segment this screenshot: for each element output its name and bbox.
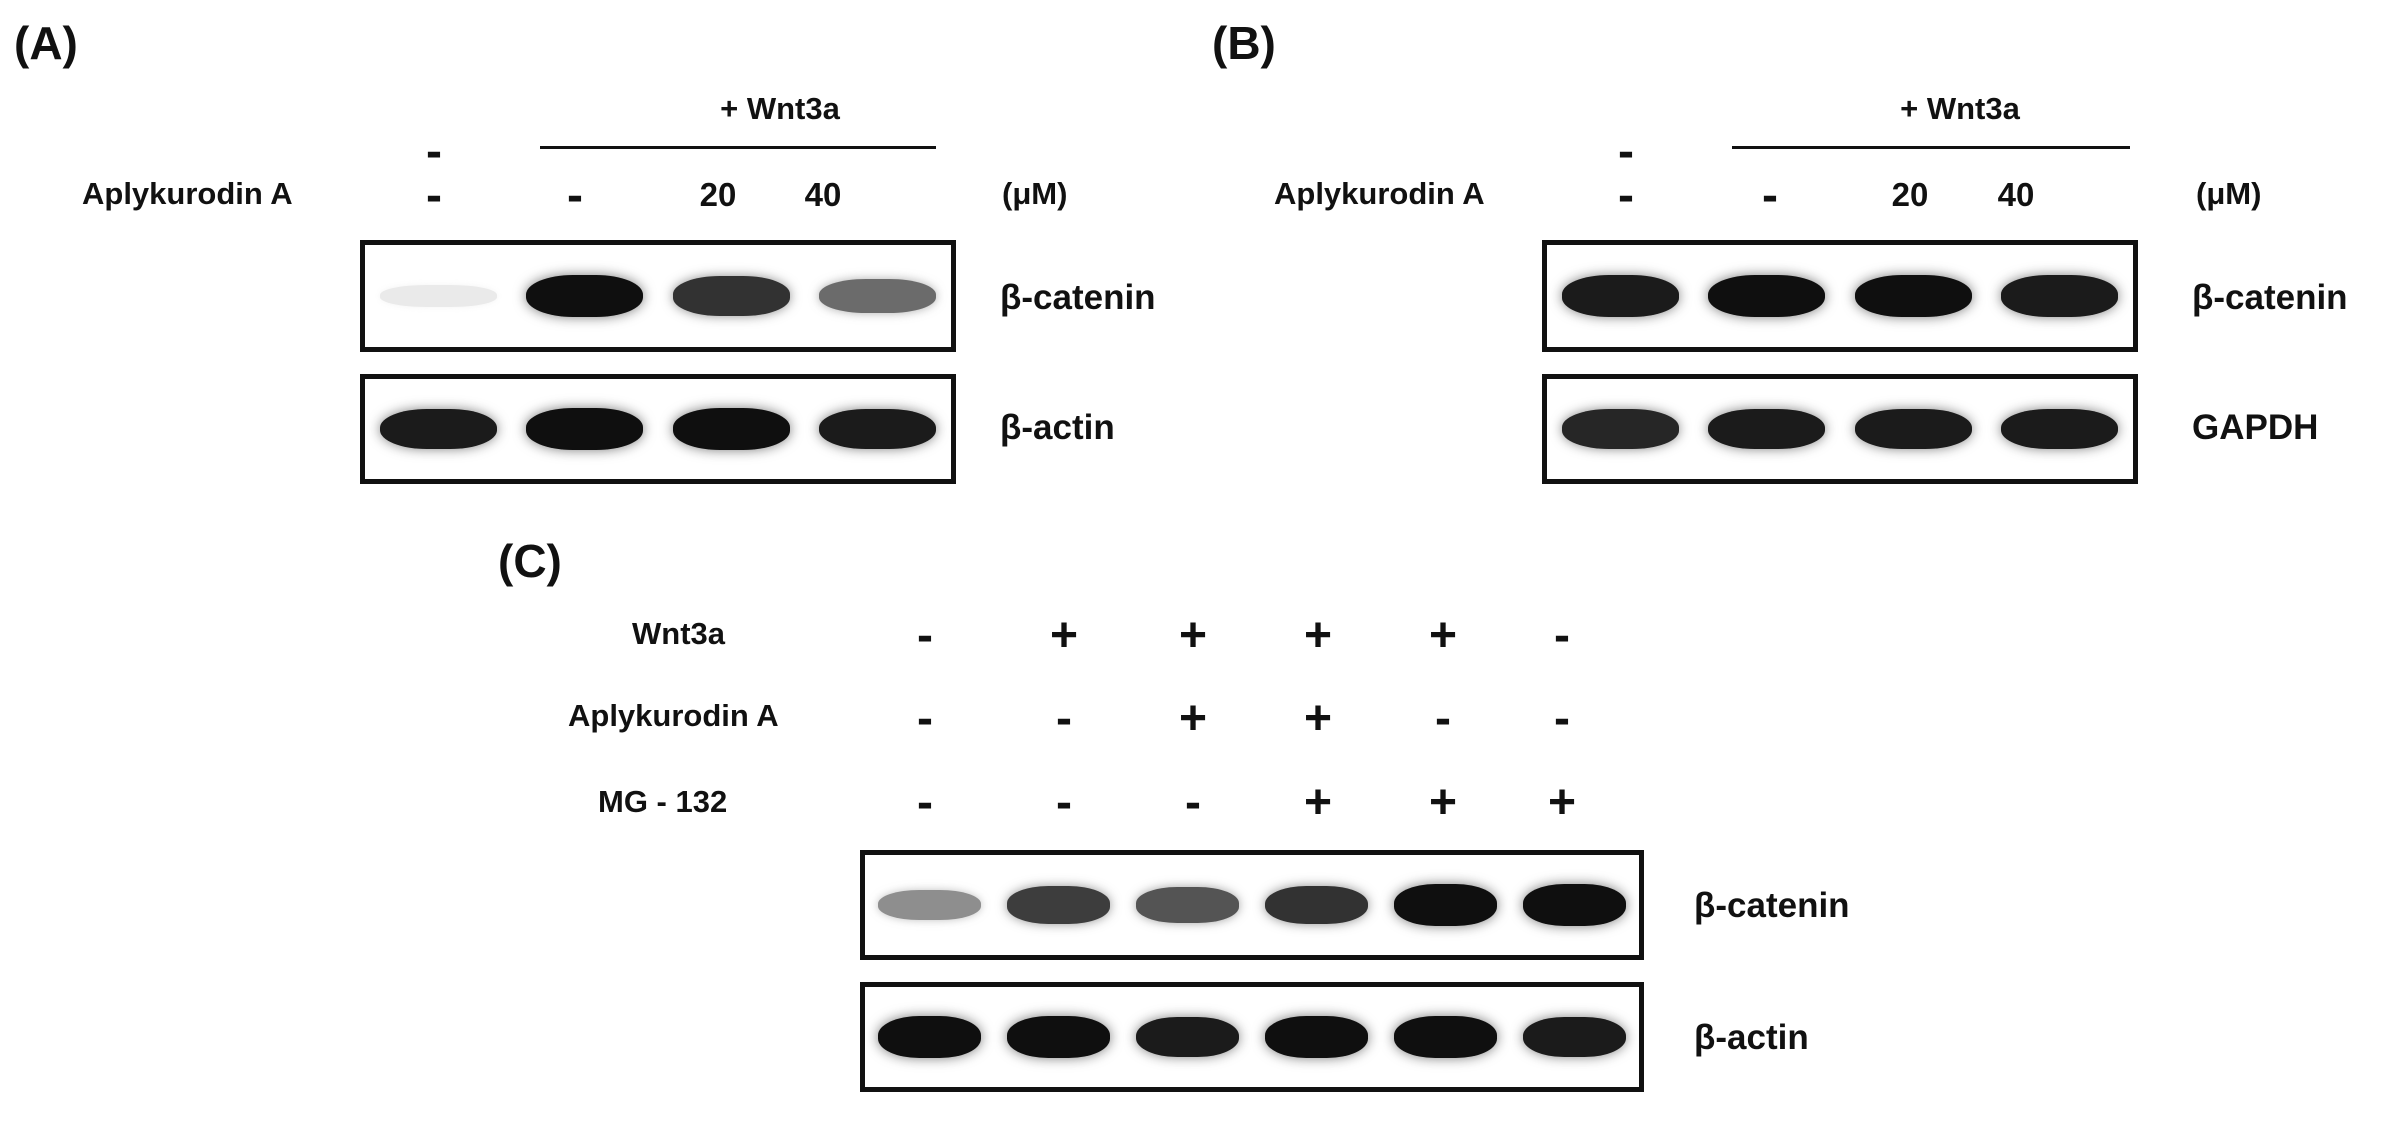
panel-a-unit: (μM) — [1002, 176, 1068, 211]
panel-a-wnt3a-header: + Wnt3a — [720, 91, 840, 126]
band — [1264, 885, 1369, 925]
band — [1522, 884, 1627, 926]
panel-b-wnt3a-bracket — [1732, 146, 2130, 149]
band — [1135, 1016, 1240, 1058]
panel-a-apk-lane3: 20 — [699, 176, 737, 213]
panel-a-apk-lane4: 40 — [804, 176, 842, 213]
panel-a-wnt3a-lane1-sign: - — [426, 125, 442, 178]
panel-a-beta-actin-blot — [360, 374, 956, 484]
panel-b-unit: (μM) — [2196, 176, 2262, 211]
band — [2001, 408, 2119, 450]
panel-b-apk-lane2: - — [1762, 169, 1778, 222]
band — [1135, 887, 1240, 923]
panel-c-beta-catenin-blot — [860, 850, 1644, 960]
band — [2001, 275, 2119, 317]
panel-a-aplykurodin-label: Aplykurodin A — [82, 176, 293, 211]
panel-a-wnt3a-bracket — [540, 146, 936, 149]
band — [1561, 409, 1679, 449]
panel-c-wnt3a-label: Wnt3a — [632, 616, 725, 651]
panel-a-beta-actin-label: β-actin — [1000, 408, 1115, 447]
panel-b-wnt3a-header: + Wnt3a — [1900, 91, 2020, 126]
panel-c-wnt3a-lane1: - — [917, 609, 933, 662]
band — [1006, 886, 1111, 924]
band — [379, 285, 497, 307]
panel-c-mg132-label: MG - 132 — [598, 784, 728, 819]
panel-c-mg132-lane6: + — [1547, 776, 1577, 829]
panel-c-mg132-lane5: + — [1428, 776, 1458, 829]
panel-b-apk-lane4: 40 — [1997, 176, 2035, 213]
band — [1393, 1016, 1498, 1058]
panel-c-wnt3a-lane4: + — [1303, 609, 1333, 662]
panel-b-gapdh-label: GAPDH — [2192, 408, 2319, 447]
panel-c-label: (C) — [498, 535, 562, 587]
panel-c-apk-lane1: - — [917, 692, 933, 745]
panel-c-mg132-lane3: - — [1185, 776, 1201, 829]
panel-c-beta-actin-label: β-actin — [1694, 1018, 1809, 1057]
panel-c-apk-lane3: + — [1178, 692, 1208, 745]
panel-c-wnt3a-lane6: - — [1554, 609, 1570, 662]
band — [819, 279, 937, 313]
panel-c-mg132-lane2: - — [1056, 776, 1072, 829]
band — [1006, 1016, 1111, 1058]
panel-c-apk-lane6: - — [1554, 692, 1570, 745]
panel-c-apk-lane2: - — [1056, 692, 1072, 745]
panel-c-mg132-lane4: + — [1303, 776, 1333, 829]
panel-c-apk-lane5: - — [1435, 692, 1451, 745]
panel-a-beta-catenin-blot — [360, 240, 956, 352]
band — [1264, 1016, 1369, 1058]
panel-c-wnt3a-lane2: + — [1049, 609, 1079, 662]
panel-a-label: (A) — [14, 17, 78, 69]
band — [1393, 884, 1498, 926]
band — [672, 276, 790, 316]
panel-a-beta-catenin-label: β-catenin — [1000, 278, 1156, 317]
panel-c-mg132-lane1: - — [917, 776, 933, 829]
panel-c-apk-lane4: + — [1303, 692, 1333, 745]
band — [526, 274, 644, 318]
band — [526, 408, 644, 450]
panel-b-beta-catenin-label: β-catenin — [2192, 278, 2348, 317]
panel-c-wnt3a-lane3: + — [1178, 609, 1208, 662]
panel-c-beta-catenin-label: β-catenin — [1694, 886, 1850, 925]
panel-c-beta-actin-blot — [860, 982, 1644, 1092]
panel-b-gapdh-blot — [1542, 374, 2138, 484]
panel-b-label: (B) — [1212, 17, 1276, 69]
panel-a-apk-lane2: - — [567, 169, 583, 222]
band — [877, 890, 982, 920]
panel-b-aplykurodin-label: Aplykurodin A — [1274, 176, 1485, 211]
band — [1854, 408, 1972, 450]
band — [1854, 274, 1972, 318]
band — [379, 408, 497, 450]
panel-b-beta-catenin-blot — [1542, 240, 2138, 352]
panel-a-apk-lane1: - — [426, 169, 442, 222]
panel-b-wnt3a-lane1-sign: - — [1618, 125, 1634, 178]
band — [672, 408, 790, 450]
panel-b-apk-lane3: 20 — [1891, 176, 1929, 213]
band — [877, 1016, 982, 1058]
panel-c-wnt3a-lane5: + — [1428, 609, 1458, 662]
panel-b-apk-lane1: - — [1618, 169, 1634, 222]
panel-c-aplykurodin-label: Aplykurodin A — [568, 698, 779, 733]
band — [1522, 1016, 1627, 1058]
band — [1561, 275, 1679, 317]
band — [819, 408, 937, 450]
band — [1708, 408, 1826, 450]
band — [1708, 274, 1826, 318]
